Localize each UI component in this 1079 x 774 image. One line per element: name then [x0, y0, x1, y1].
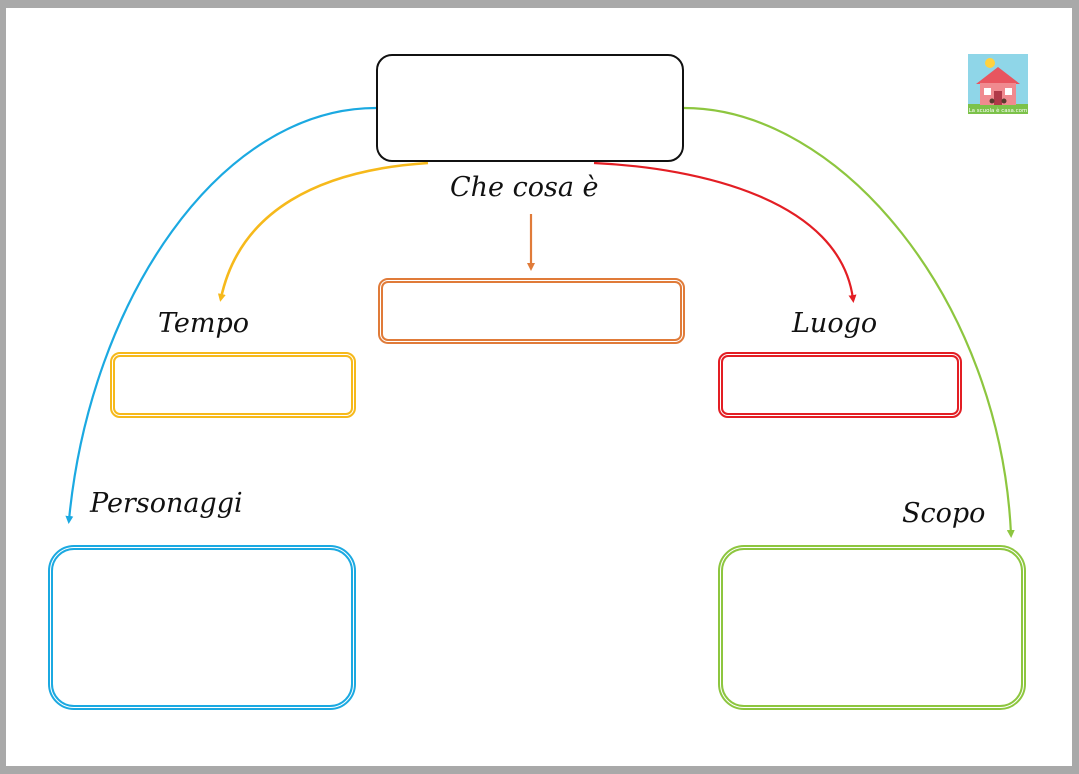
characters-label: Personaggi	[90, 488, 243, 519]
purpose-label: Scopo	[902, 498, 986, 529]
arrow-purpose	[683, 106, 1015, 538]
center-answer-box[interactable]	[378, 278, 685, 344]
time-label: Tempo	[158, 308, 250, 339]
logo-caption: La scuola è casa.com	[969, 107, 1028, 114]
time-answer-box[interactable]	[110, 352, 356, 418]
center-label: Che cosa è	[450, 172, 599, 203]
school-house-logo: La scuola è casa.com	[968, 54, 1028, 114]
arrow-place	[593, 161, 857, 303]
main-topic-box[interactable]	[376, 54, 684, 162]
arrow-characters	[65, 106, 377, 524]
characters-answer-box[interactable]	[48, 545, 356, 710]
place-label: Luogo	[792, 308, 878, 339]
purpose-answer-box[interactable]	[718, 545, 1026, 710]
arrow-time	[217, 161, 429, 302]
place-answer-box[interactable]	[718, 352, 962, 418]
